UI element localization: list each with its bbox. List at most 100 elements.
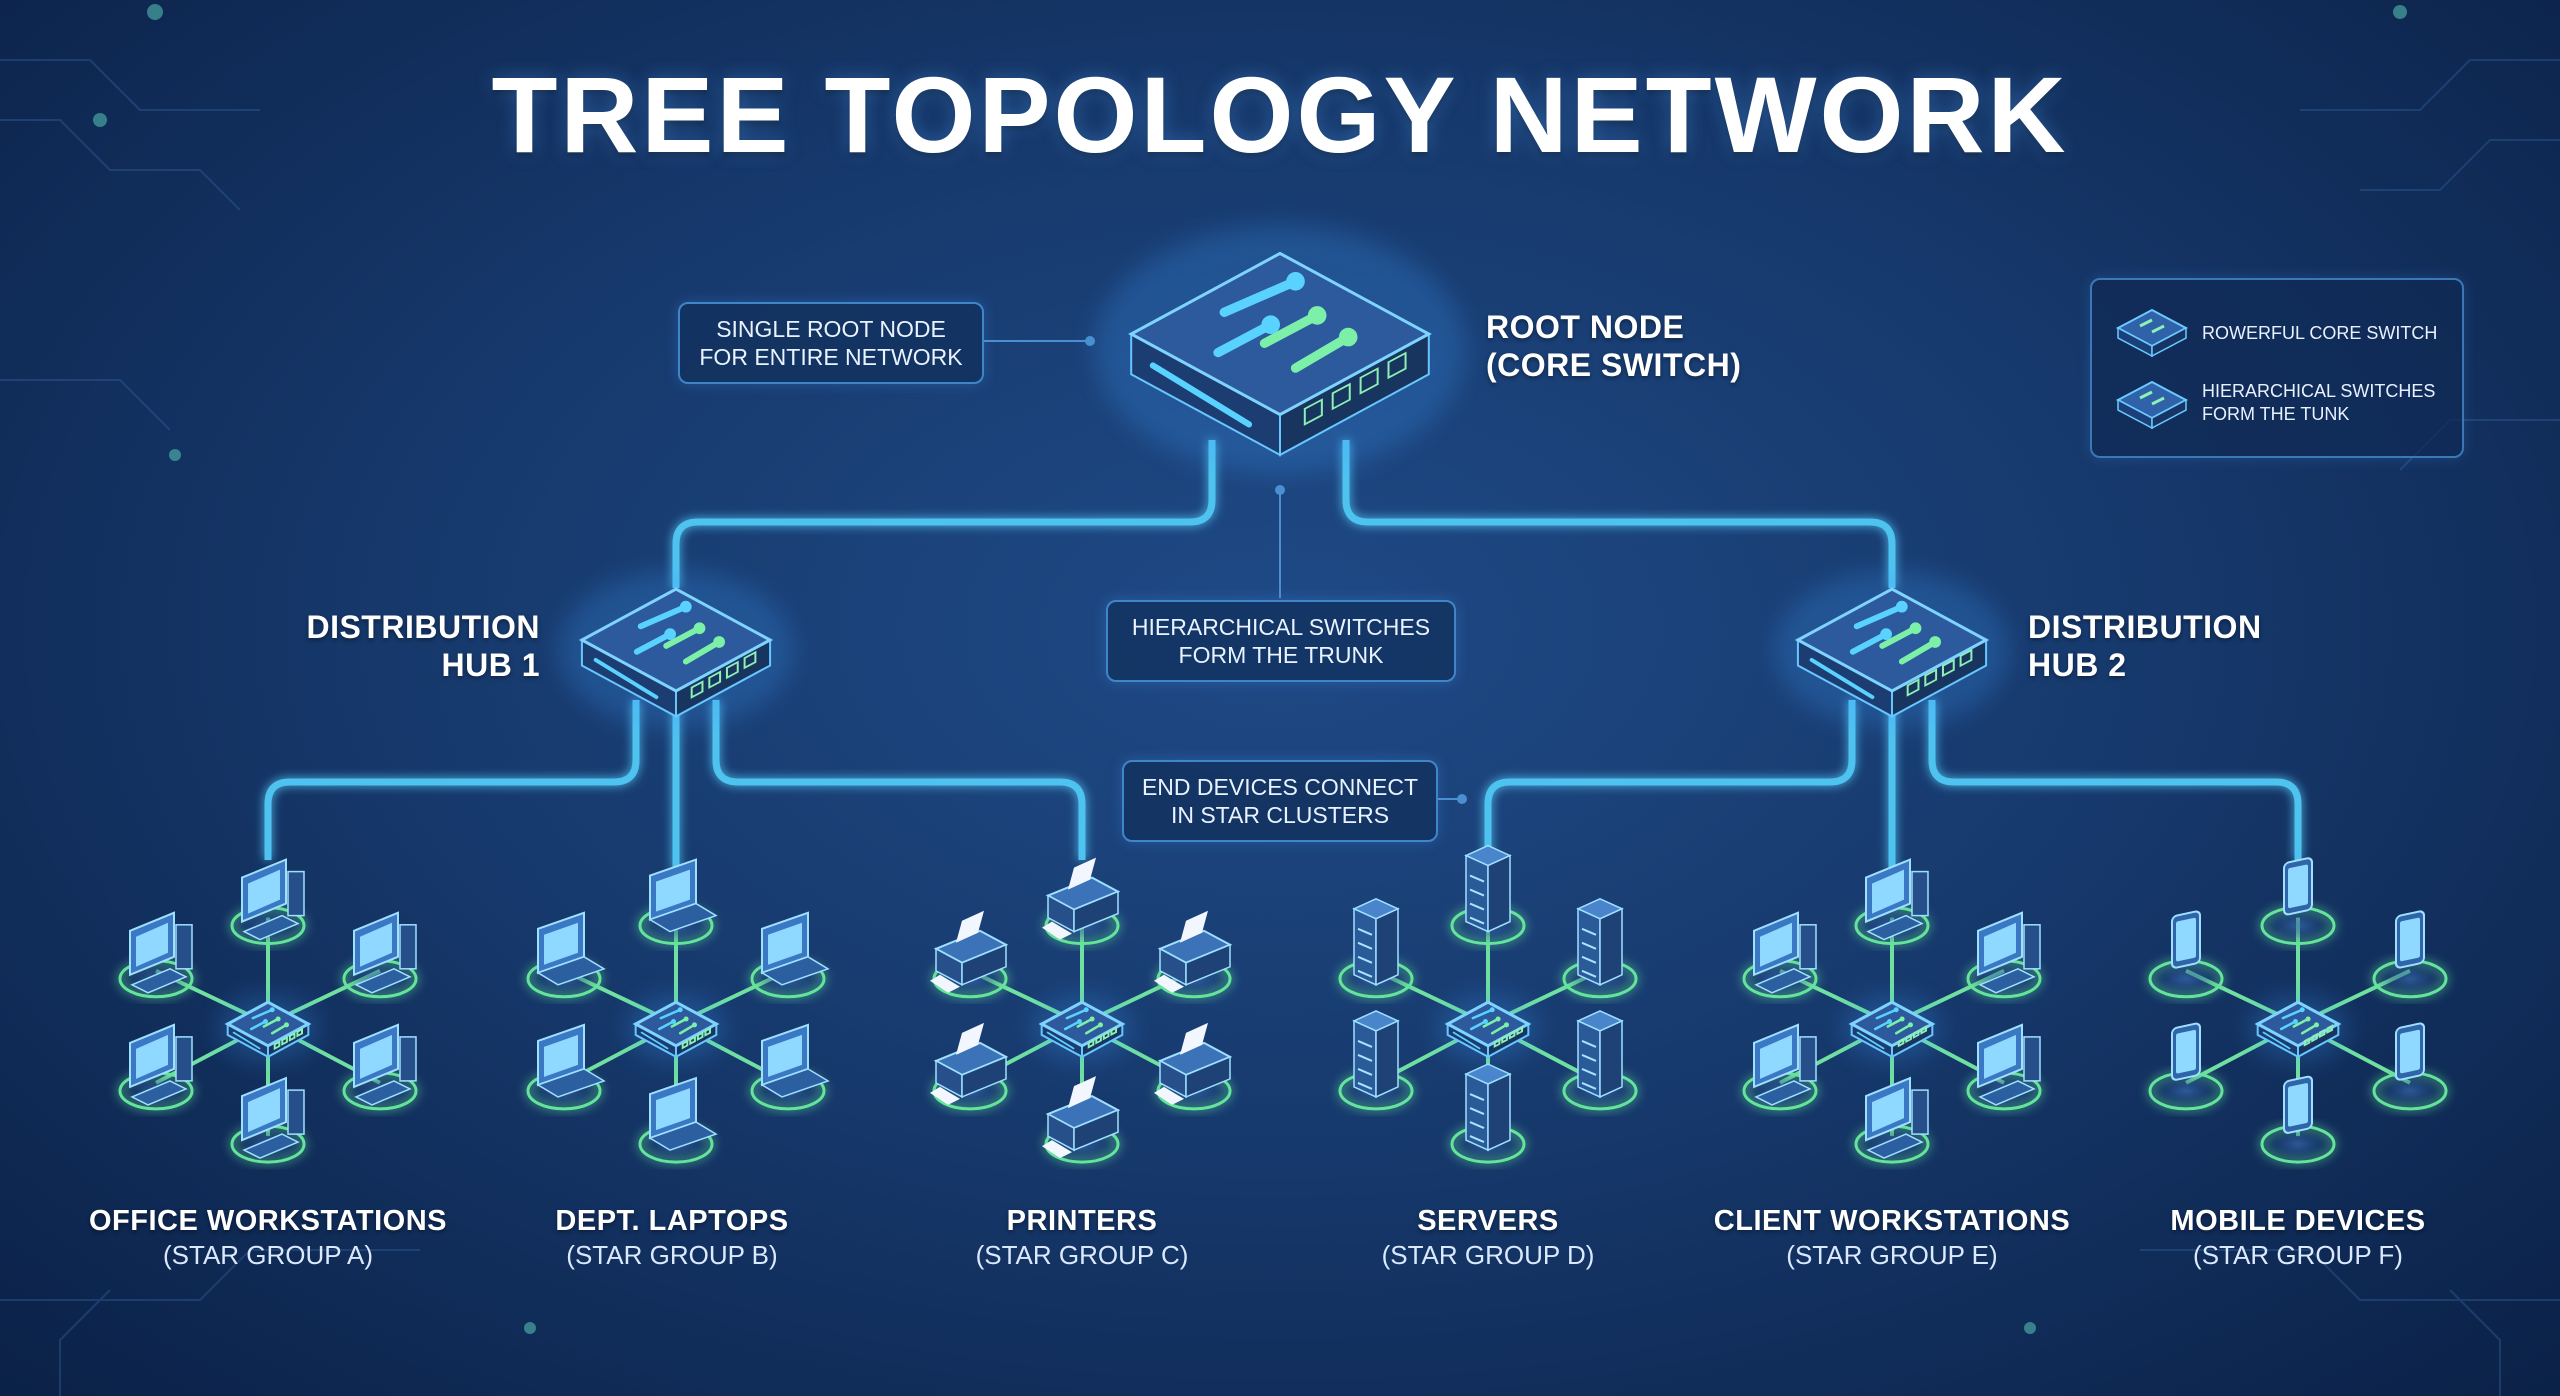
server-icon <box>1338 1010 1414 1111</box>
root-label-line1: ROOT NODE <box>1486 309 1685 345</box>
printer-icon <box>930 910 1009 999</box>
printer-icon <box>930 1022 1009 1111</box>
hierarchical-switch-icon <box>2115 380 2189 430</box>
star-group-c <box>930 857 1233 1164</box>
group-d-name: SERVERS <box>1417 1205 1559 1237</box>
hub2-label: DISTRIBUTION HUB 2 <box>2028 608 2262 684</box>
group-c-sub: (STAR GROUP C) <box>975 1240 1189 1270</box>
star-group-d <box>1338 844 1638 1164</box>
group-label-f: MOBILE DEVICES (STAR GROUP F) <box>2098 1204 2498 1272</box>
laptop-icon <box>750 1023 830 1111</box>
server-icon <box>1562 897 1638 999</box>
mobile-icon <box>2372 1022 2448 1111</box>
printer-icon <box>1154 910 1233 999</box>
desktop-icon <box>118 1023 194 1111</box>
callout-leaders <box>984 336 1467 804</box>
mobile-icon <box>2148 910 2224 999</box>
legend-item-hierarchical: HIERARCHICAL SWITCHES FORM THE TUNK <box>2092 372 2462 442</box>
star-group-f <box>2148 857 2448 1164</box>
diagram-title: TREE TOPOLOGY NETWORK <box>491 54 2069 175</box>
group-switch-icon <box>217 994 319 1062</box>
star-group-a <box>118 858 418 1164</box>
group-c-name: PRINTERS <box>1006 1205 1158 1237</box>
desktop-icon <box>230 1076 306 1164</box>
group-switch-icon <box>1437 994 1539 1062</box>
callout-star-line2: IN STAR CLUSTERS <box>1170 802 1390 828</box>
hub1-label-line2: HUB 1 <box>441 647 540 683</box>
group-label-a: OFFICE WORKSTATIONS (STAR GROUP A) <box>68 1204 468 1272</box>
mobile-icon <box>2260 1075 2336 1164</box>
printer-icon <box>1042 1076 1121 1164</box>
group-e-sub: (STAR GROUP E) <box>1786 1240 1998 1270</box>
group-switch-icon <box>2247 994 2349 1062</box>
callout-star-line1: END DEVICES CONNECT <box>1141 774 1419 800</box>
star-group-e <box>1742 858 2042 1164</box>
link-hub2-groupF <box>1928 700 2302 860</box>
core-switch-icon <box>2115 308 2189 358</box>
callout-root-line1: SINGLE ROOT NODE <box>716 316 946 342</box>
group-label-d: SERVERS (STAR GROUP D) <box>1288 1204 1688 1272</box>
mobile-icon <box>2260 857 2336 946</box>
hub2-switch-icon <box>1774 571 2010 729</box>
hub1-label: DISTRIBUTION HUB 1 <box>240 608 540 684</box>
printer-icon <box>1154 1022 1233 1111</box>
laptop-icon <box>638 858 718 946</box>
laptop-icon <box>526 911 606 999</box>
root-node-label: ROOT NODE (CORE SWITCH) <box>1486 308 1741 384</box>
callout-root-line2: FOR ENTIRE NETWORK <box>699 344 963 370</box>
group-d-sub: (STAR GROUP D) <box>1381 1240 1595 1270</box>
group-e-name: CLIENT WORKSTATIONS <box>1713 1205 2071 1237</box>
group-switch-icon <box>1031 994 1133 1062</box>
link-root-hub2 <box>1342 440 1896 588</box>
legend: ROWERFUL CORE SWITCH HIERARCHICAL SWITCH… <box>2090 278 2464 458</box>
laptop-icon <box>638 1076 718 1164</box>
link-hub2-groupD <box>1484 700 1856 860</box>
legend-hier-line2: FORM THE TUNK <box>2202 404 2350 424</box>
desktop-icon <box>1854 1076 1930 1164</box>
root-label-line2: (CORE SWITCH) <box>1486 347 1742 383</box>
desktop-icon <box>1854 858 1930 946</box>
link-hub1-groupA <box>264 700 640 860</box>
legend-core-line1: ROWERFUL CORE SWITCH <box>2202 323 2438 343</box>
server-icon <box>1450 844 1526 946</box>
group-label-b: DEPT. LAPTOPS (STAR GROUP B) <box>472 1204 872 1272</box>
star-group-b <box>526 858 830 1164</box>
desktop-icon <box>118 911 194 999</box>
group-label-c: PRINTERS (STAR GROUP C) <box>882 1204 1282 1272</box>
laptop-icon <box>750 911 830 999</box>
group-b-name: DEPT. LAPTOPS <box>555 1205 789 1237</box>
group-switch-icon <box>625 994 727 1062</box>
group-switch-icon <box>1841 994 1943 1062</box>
server-icon <box>1562 1010 1638 1111</box>
server-icon <box>1450 1063 1526 1164</box>
callout-trunk-line1: HIERARCHICAL SWITCHES <box>1131 614 1431 640</box>
desktop-icon <box>1742 1023 1818 1111</box>
legend-hier-line1: HIERARCHICAL SWITCHES <box>2202 381 2436 401</box>
server-icon <box>1338 897 1414 999</box>
group-a-sub: (STAR GROUP A) <box>163 1240 373 1270</box>
callout-trunk: HIERARCHICAL SWITCHES FORM THE TRUNK <box>1106 600 1456 682</box>
desktop-icon <box>1966 911 2042 999</box>
desktop-icon <box>230 858 306 946</box>
group-f-sub: (STAR GROUP F) <box>2193 1240 2403 1270</box>
desktop-icon <box>1966 1023 2042 1111</box>
printer-icon <box>1042 857 1121 946</box>
group-b-sub: (STAR GROUP B) <box>566 1240 778 1270</box>
group-f-name: MOBILE DEVICES <box>2170 1205 2426 1237</box>
link-root-hub1 <box>672 440 1216 588</box>
group-label-e: CLIENT WORKSTATIONS (STAR GROUP E) <box>1692 1204 2092 1272</box>
hub1-label-line1: DISTRIBUTION <box>306 609 540 645</box>
laptop-icon <box>526 1023 606 1111</box>
callout-star: END DEVICES CONNECT IN STAR CLUSTERS <box>1122 760 1438 842</box>
callout-trunk-line2: FORM THE TRUNK <box>1178 642 1384 668</box>
link-hub1-groupC <box>712 700 1086 860</box>
trunk-links <box>264 440 2302 870</box>
hub1-switch-icon <box>558 571 794 729</box>
desktop-icon <box>342 1023 418 1111</box>
mobile-icon <box>2148 1022 2224 1111</box>
legend-item-core-switch: ROWERFUL CORE SWITCH <box>2092 298 2462 368</box>
mobile-icon <box>2372 910 2448 999</box>
group-a-name: OFFICE WORKSTATIONS <box>88 1205 447 1237</box>
